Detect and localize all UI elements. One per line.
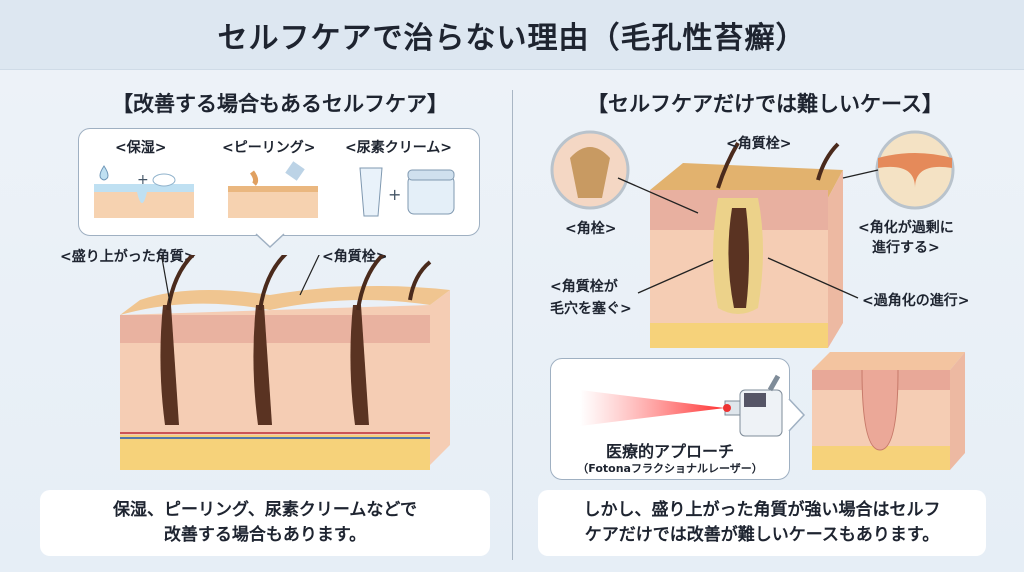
laser-device-icon <box>580 374 783 437</box>
divider <box>512 90 513 560</box>
right-caption-line-1: しかし、盛り上がった角質が強い場合はセルフ <box>583 500 941 520</box>
keratin-plug-label-right: <角質栓> <box>726 136 792 152</box>
urea-cream-icon: + <box>359 167 455 217</box>
kakusen-label: <角栓> <box>565 221 617 237</box>
right-caption-line-2: ケアだけでは改善が難しいケースもあります。 <box>584 525 940 545</box>
treatment-subtitle: （Fotonaフラクショナルレーザー） <box>577 462 763 475</box>
right-heading: 【セルフケアだけでは難しいケース】 <box>587 92 943 116</box>
excess-keratinization-label: <角化が過剰に進行する> <box>858 218 954 258</box>
hyperkeratosis-zoom-circle <box>875 130 955 210</box>
method-urea-label: <尿素クリーム> <box>345 140 453 156</box>
blocks-line-1: <角質栓が <box>550 279 618 295</box>
skin-cross-section-right <box>550 130 955 348</box>
treatment-title: 医療的アプローチ <box>605 442 734 461</box>
keratin-plug-label: <角質栓> <box>322 249 388 265</box>
left-heading: 【改善する場合もあるセルフケア】 <box>112 92 448 116</box>
excess-line-2: 進行する> <box>872 240 940 256</box>
svg-text:+: + <box>137 172 149 188</box>
bubble-pointer-right <box>788 398 806 432</box>
treated-skin-block <box>812 352 965 470</box>
method-peeling-label: <ピーリング> <box>222 140 316 156</box>
moisturize-icon: + <box>94 165 194 218</box>
skin-cross-section-left <box>120 255 450 470</box>
plug-blocks-pore-label: <角質栓が毛穴を塞ぐ> <box>550 276 632 320</box>
bubble-pointer <box>255 233 285 249</box>
left-caption-line-1: 保湿、ピーリング、尿素クリームなどで <box>113 500 417 520</box>
hyperkeratosis-label: <過角化の進行> <box>862 293 970 309</box>
kakusen-zoom-circle <box>550 130 630 210</box>
selfcare-icons: + + <box>94 161 455 218</box>
left-caption-line-2: 改善する場合もあります。 <box>163 525 367 545</box>
blocks-line-2: 毛穴を塞ぐ> <box>550 301 632 317</box>
title-bar: セルフケアで治らない理由（毛孔性苔癬） <box>0 0 1024 70</box>
left-caption: 保湿、ピーリング、尿素クリームなどで改善する場合もあります。 <box>40 490 490 556</box>
peeling-icon <box>228 161 318 218</box>
method-moisturize-label: <保湿> <box>115 140 167 156</box>
raised-keratin-label: <盛り上がった角質> <box>60 249 196 265</box>
excess-line-1: <角化が過剰に <box>858 220 954 236</box>
svg-text:+: + <box>388 185 401 204</box>
right-caption: しかし、盛り上がった角質が強い場合はセルフケアだけでは改善が難しいケースもありま… <box>538 490 986 556</box>
page-title: セルフケアで治らない理由（毛孔性苔癬） <box>217 20 807 56</box>
